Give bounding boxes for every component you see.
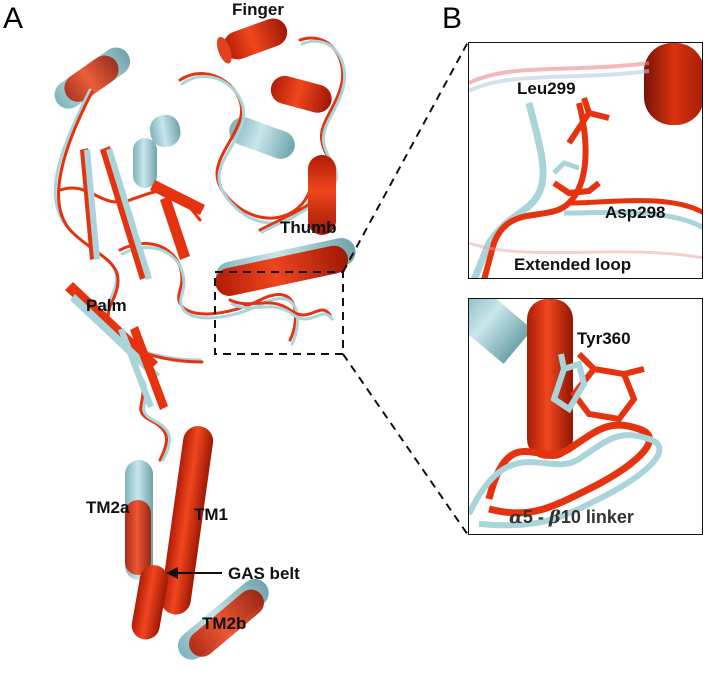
panel-b-letter: B bbox=[442, 2, 463, 35]
beta-symbol: β bbox=[548, 507, 561, 528]
palm-label: Palm bbox=[86, 296, 127, 315]
tm1-label: TM1 bbox=[194, 505, 228, 524]
asp298-label: Asp298 bbox=[605, 203, 666, 222]
zoom-annotation bbox=[214, 41, 469, 536]
finger-label: Finger bbox=[232, 0, 284, 19]
linker-caption-part2: 10 linker bbox=[560, 507, 634, 527]
gas-belt-arrow bbox=[166, 567, 222, 579]
backbone-loops bbox=[53, 36, 347, 462]
linker-structure bbox=[469, 299, 663, 529]
alpha-symbol: α bbox=[509, 507, 523, 528]
thumb-helices bbox=[215, 155, 356, 296]
tyr360-label: Tyr360 bbox=[577, 329, 631, 348]
tm2b-label: TM2b bbox=[202, 614, 247, 633]
inset-linker: Tyr360 α5 - β10 linker bbox=[468, 298, 703, 535]
palm-sheets bbox=[65, 146, 205, 410]
linker-caption-part1: 5 - bbox=[522, 507, 549, 527]
tm2a-label: TM2a bbox=[86, 498, 130, 517]
extended-loop-structure bbox=[469, 43, 702, 278]
finger-helices bbox=[54, 18, 332, 188]
inset-extended-loop: Leu299 Asp298 Extended loop bbox=[468, 42, 703, 279]
tm-helices bbox=[125, 426, 269, 660]
linker-caption: α5 - β10 linker bbox=[509, 507, 634, 528]
panel-a-letter: A bbox=[3, 2, 24, 35]
leu299-label: Leu299 bbox=[517, 79, 576, 98]
gas-belt-label: GAS belt bbox=[228, 564, 300, 583]
extended-loop-caption: Extended loop bbox=[514, 255, 632, 274]
thumb-label: Thumb bbox=[280, 218, 337, 237]
